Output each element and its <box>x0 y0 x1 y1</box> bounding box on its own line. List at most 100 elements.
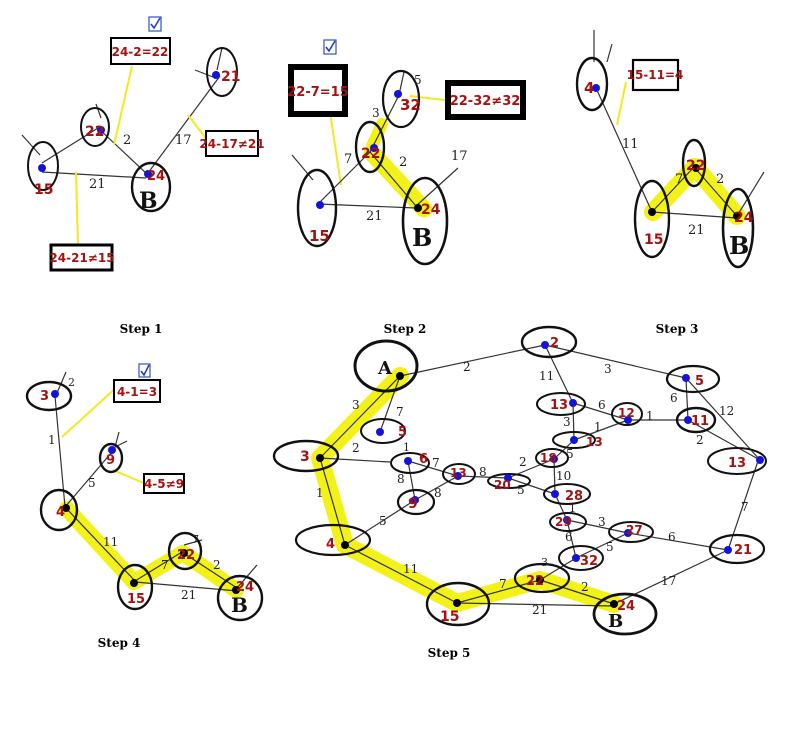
edge-weight: 12 <box>719 404 734 418</box>
node-ring-32 <box>558 545 604 571</box>
node-label-2: 2 <box>550 336 559 351</box>
node-label-24: 24 <box>147 169 165 184</box>
calc-text: 4-1=3 <box>117 385 157 399</box>
node-label-9: 9 <box>106 453 115 468</box>
start-node-a: A <box>377 358 393 379</box>
node-ring-4 <box>575 56 609 112</box>
calc-box <box>110 37 171 65</box>
edge-weight: 2 <box>352 441 360 455</box>
node-dot <box>504 474 512 482</box>
node-ring-4 <box>294 523 372 557</box>
node-ring-32 <box>381 69 421 129</box>
node-ring-29 <box>549 512 587 532</box>
node-dot <box>51 390 59 398</box>
node-dot <box>563 516 571 524</box>
node-label-5m: 5 <box>398 425 407 440</box>
node-ring-a <box>353 339 419 393</box>
edge-weight: 8 <box>479 465 487 479</box>
step1-panel: 15 22 24 21 B 2 21 17 24-2=22 24-17≠21 2… <box>21 16 265 336</box>
node-label-20: 20 <box>494 478 511 492</box>
node-dot <box>62 504 70 512</box>
node-label-27: 27 <box>626 523 643 537</box>
edge-weight: 5 <box>379 514 387 528</box>
node-dot <box>692 164 700 172</box>
edge-weight: 2 <box>581 580 589 594</box>
edge-weight: 6 <box>565 530 573 544</box>
node-dot <box>610 600 618 608</box>
node-ring-27 <box>608 521 654 543</box>
node-ring-28 <box>543 483 591 505</box>
node-label-15: 15 <box>309 227 330 245</box>
node-label-32: 32 <box>580 554 598 569</box>
node-dot <box>684 416 692 424</box>
node-dot <box>232 586 240 594</box>
node-ring-21 <box>708 533 766 565</box>
node-ring-15 <box>296 168 338 248</box>
node-ring-13 <box>536 392 586 416</box>
edge-weight: 5 <box>566 447 574 461</box>
edge-weight: 3 <box>604 362 612 376</box>
node-dot <box>570 436 578 444</box>
node-dot <box>38 164 46 172</box>
node-label-24: 24 <box>617 599 635 614</box>
node-label-32: 32 <box>400 96 421 114</box>
node-label-24: 24 <box>734 210 754 226</box>
node-dot <box>733 212 741 220</box>
step4-panel: 3 9 4 15 22 24 B 1 5 11 7 2 21 2 7 4-1=3… <box>25 363 264 650</box>
node-ring-2 <box>520 325 578 359</box>
edge-weight: 21 <box>366 209 383 224</box>
node-dot <box>624 529 632 537</box>
edge-weight: 2 <box>463 360 471 374</box>
edge-weight: 2 <box>213 558 221 572</box>
edge-weight: 7 <box>499 577 507 591</box>
edge-weight: 21 <box>532 603 547 617</box>
node-ring-11 <box>675 406 717 434</box>
edge-weight: 5 <box>517 483 525 497</box>
calc-box <box>205 130 259 157</box>
node-dot <box>316 201 324 209</box>
checkbox-icon <box>138 363 151 378</box>
node-dot <box>130 579 138 587</box>
edge-weight: 3 <box>372 106 380 120</box>
node-dot <box>396 372 404 380</box>
target-node-b: B <box>139 188 158 214</box>
step2-panel: 15 22 24 32 B 7 2 21 17 3 5 22-7=15 22-3… <box>287 39 526 336</box>
target-node-b: B <box>231 593 248 617</box>
node-dot <box>756 456 764 464</box>
node-ring-22 <box>681 138 707 188</box>
target-node-b: B <box>608 611 623 632</box>
node-label-3: 3 <box>300 449 310 465</box>
node-ring-24 <box>592 592 658 636</box>
step3-panel: 4 15 22 24 B 11 7 2 21 15-11=4 Step 3 <box>575 30 765 336</box>
calc-text: 24-2=22 <box>112 45 169 59</box>
edge-weight: 17 <box>661 574 676 588</box>
node-dot <box>144 170 152 178</box>
node-dot <box>414 204 422 212</box>
node-ring-12 <box>611 402 643 426</box>
node-ring-24 <box>130 161 172 213</box>
calc-text: 15-11=4 <box>627 68 684 82</box>
edge-weight: 2 <box>399 155 407 170</box>
calc-box <box>631 58 680 92</box>
calc-text: 24-17≠21 <box>199 137 264 151</box>
node-dot <box>108 446 116 454</box>
edge-weight: 1 <box>594 420 602 434</box>
target-node-b: B <box>412 223 432 252</box>
node-dot <box>569 399 577 407</box>
node-ring-24 <box>216 574 264 622</box>
node-label-9: 9 <box>408 496 418 512</box>
edge-weight: 1 <box>646 409 654 423</box>
edge-weight: 17 <box>175 133 192 148</box>
node-label-22: 22 <box>177 548 195 563</box>
node-label-18: 18 <box>540 451 557 465</box>
node-label-28: 28 <box>565 489 583 504</box>
node-ring-24 <box>721 187 755 269</box>
node-dot <box>592 84 600 92</box>
edge-weight: 21 <box>688 223 705 238</box>
node-ring-3 <box>25 380 73 412</box>
edge-weight: 1 <box>316 486 324 500</box>
node-dot <box>97 126 105 134</box>
edge-weight: 7 <box>675 172 683 187</box>
edge-weight: 7 <box>432 456 440 470</box>
node-dot <box>411 496 419 504</box>
